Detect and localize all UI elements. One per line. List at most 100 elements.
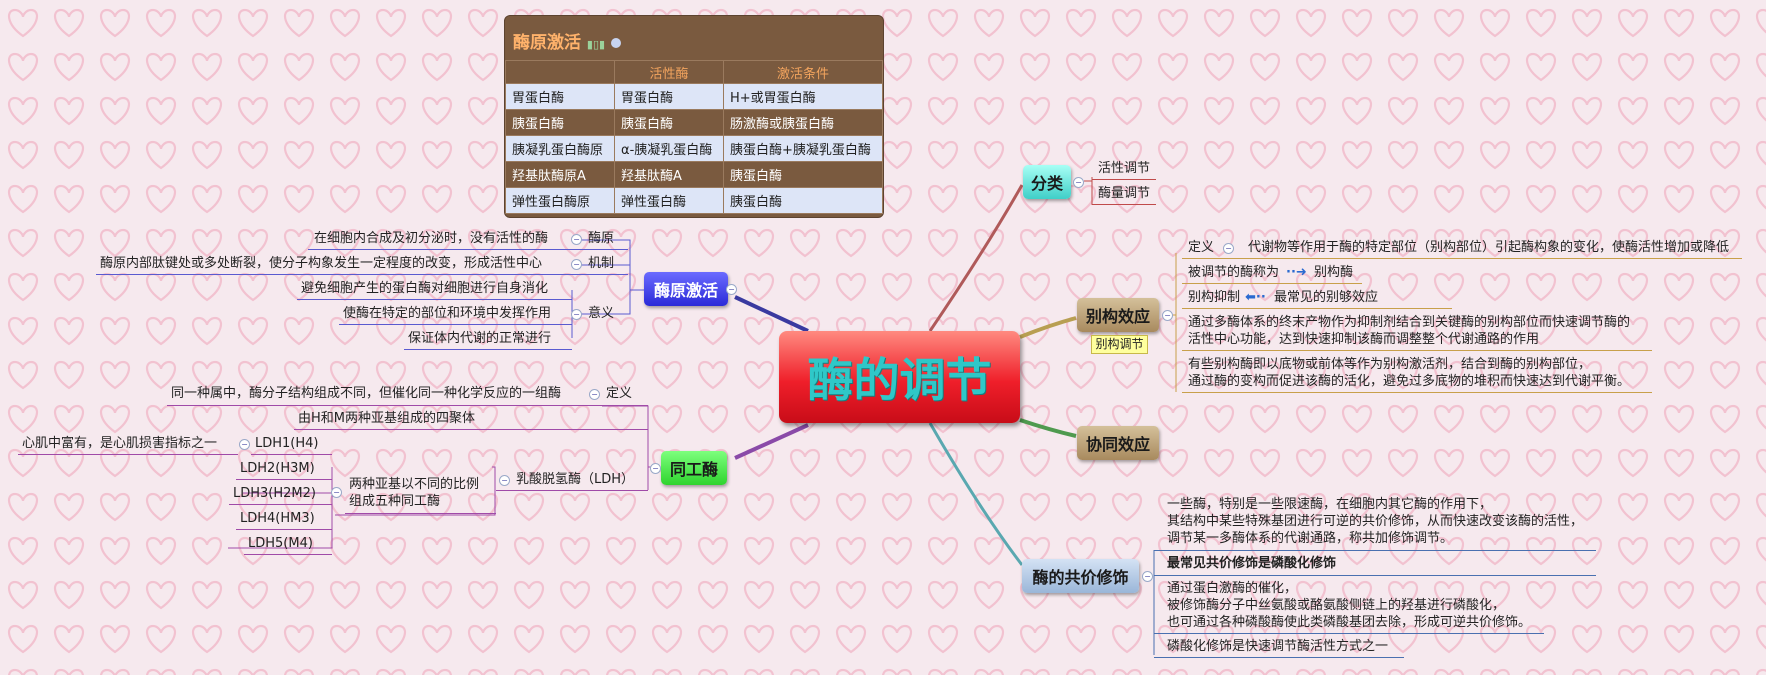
topic-label: 酶原激活 — [653, 281, 718, 300]
underline — [229, 504, 332, 505]
topic-covalent-modification[interactable]: 酶的共价修饰 — [1022, 559, 1139, 593]
ldh-description: 由H和M两种亚基组成的四聚体 — [298, 411, 475, 426]
significance-label: 意义 — [588, 306, 615, 321]
ldh-type: LDH1(H4) — [255, 436, 319, 451]
collapse-toggle[interactable] — [726, 284, 737, 295]
underline — [18, 454, 238, 455]
underline — [1154, 550, 1596, 551]
significance-item: 保证体内代谢的正常进行 — [408, 331, 552, 346]
collapse-toggle[interactable] — [1162, 310, 1173, 321]
table-header: 活性酶 — [614, 60, 724, 84]
underline — [251, 454, 332, 455]
central-topic-title: 酶的调节 — [807, 353, 992, 407]
collapse-toggle[interactable] — [239, 439, 250, 450]
covalent-detail: 通过蛋白激酶的催化， — [1167, 581, 1298, 596]
underline — [244, 554, 332, 555]
collapse-toggle[interactable] — [571, 309, 582, 320]
isozyme-definition-text: 同一种属中，酶分子结构组成不同，但催化同一种化学反应的一组酶 — [171, 386, 562, 401]
collapse-toggle[interactable] — [571, 259, 582, 270]
collapse-toggle[interactable] — [331, 487, 342, 498]
collapse-toggle[interactable] — [1073, 177, 1084, 188]
tag-label: 别构调节 — [1095, 337, 1144, 351]
underline — [1092, 179, 1156, 180]
collapse-toggle[interactable] — [571, 234, 582, 245]
table-cell: 胰蛋白酶 — [723, 187, 883, 214]
allosteric-inhibition-label: 别构抑制 — [1188, 290, 1241, 305]
mechanism-text: 酶原内部肽键处或多处断裂，使分子构象发生一定程度的改变，形成活性中心 — [100, 256, 543, 271]
collapse-toggle[interactable] — [650, 463, 661, 474]
ldh-ratio-label: 组成五种同工酶 — [349, 494, 441, 509]
table-header — [505, 60, 615, 84]
table-cell: 羟基肽酶A — [614, 161, 724, 188]
significance-item: 使酶在特定的部位和环境中发挥作用 — [343, 306, 552, 321]
table-cell: H+或胃蛋白酶 — [723, 83, 883, 110]
topic-label: 协同效应 — [1085, 435, 1150, 454]
collapse-toggle[interactable] — [1223, 243, 1234, 254]
table-cell: 胰蛋白酶 — [723, 161, 883, 188]
table-row: 弹性蛋白酶原弹性蛋白酶胰蛋白酶 — [505, 187, 883, 214]
table-cell: 胃蛋白酶 — [505, 83, 615, 110]
table-cell: 弹性蛋白酶原 — [505, 187, 615, 214]
ldh-type: LDH2(H3M) — [240, 461, 315, 476]
zymogen-label: 酶原 — [588, 231, 615, 246]
collapse-toggle[interactable] — [499, 475, 510, 486]
mechanism-label: 机制 — [588, 256, 615, 271]
table-title-text: 酶原激活 — [513, 33, 581, 53]
classification-item: 酶量调节 — [1098, 186, 1151, 201]
underline — [1092, 204, 1156, 205]
allosteric-inhibition-desc: 最常见的别够效应 — [1274, 290, 1379, 305]
topic-zymogen-activation[interactable]: 酶原激活 — [644, 272, 728, 306]
table-cell: 肠激酶或胰蛋白酶 — [723, 109, 883, 136]
underline — [1182, 258, 1742, 259]
collapse-toggle[interactable] — [1142, 571, 1153, 582]
covalent-description: 其结构中某些特殊基团进行可逆的共价修饰，从而快速改变该酶的活性， — [1167, 514, 1584, 529]
table-cell: 胃蛋白酶 — [614, 83, 724, 110]
ldh-ratio-label: 两种亚基以不同的比例 — [349, 477, 480, 492]
allosteric-activation-text: 通过酶的变构而促进该酶的活化，避免过多底物的堆积而快速达到代谢平衡。 — [1188, 374, 1631, 389]
dotted-arrow-icon: ··➜ — [1286, 265, 1307, 280]
underline — [294, 429, 648, 430]
table-header: 激活条件 — [723, 60, 883, 84]
table-row: 胰蛋白酶胰蛋白酶肠激酶或胰蛋白酶 — [505, 109, 883, 136]
ldh-label: 乳酸脱氢酶（LDH） — [516, 472, 635, 487]
allosteric-inhibition-detail: 通过多酶体系的终末产物作为抑制剂结合到关键酶的别构部位而快速调节酶的 — [1188, 315, 1631, 330]
underline — [1182, 308, 1452, 309]
underline — [297, 299, 572, 300]
underline — [339, 324, 572, 325]
topic-isozyme[interactable]: 同工酶 — [661, 451, 727, 485]
underline — [236, 479, 332, 480]
allosteric-inhibition-detail: 活性中心功能，达到快速抑制该酶而调整整个代谢通路的作用 — [1188, 332, 1540, 347]
allosteric-definition-text: 代谢物等作用于酶的特定部位（别构部位）引起酶构象的变化，使酶活性增加或降低 — [1248, 240, 1730, 255]
central-topic[interactable]: 酶的调节 — [779, 331, 1020, 423]
underline — [404, 349, 572, 350]
topic-label: 酶的共价修饰 — [1032, 568, 1129, 587]
allosteric-enzyme-name: 别构酶 — [1314, 265, 1354, 280]
table-cell: 弹性蛋白酶 — [614, 187, 724, 214]
underline — [1154, 575, 1596, 576]
table-cell: 胰蛋白酶 — [614, 109, 724, 136]
collapse-toggle[interactable] — [589, 389, 600, 400]
underline — [496, 490, 648, 491]
ldh-type: LDH4(HM3) — [240, 511, 315, 526]
underline — [345, 513, 496, 514]
topic-allosteric-effect[interactable]: 别构效应 — [1077, 298, 1159, 332]
allosteric-enzyme-prefix: 被调节的酶称为 — [1188, 265, 1280, 280]
topic-label: 别构效应 — [1085, 307, 1150, 326]
underline — [96, 274, 628, 275]
underline — [1182, 283, 1362, 284]
info-icon — [611, 38, 622, 48]
underline — [236, 529, 332, 530]
underline — [1182, 350, 1652, 351]
covalent-fast: 磷酸化修饰是快速调节酶活性方式之一 — [1167, 639, 1389, 654]
allosteric-tag: 别构调节 — [1091, 335, 1148, 354]
dotted-arrow-icon: ⬅·· — [1245, 290, 1266, 305]
topic-cooperative-effect[interactable]: 协同效应 — [1077, 426, 1159, 460]
underline — [1154, 657, 1404, 658]
topic-classification[interactable]: 分类 — [1023, 165, 1071, 199]
table-cell: 胰蛋白酶 — [505, 109, 615, 136]
